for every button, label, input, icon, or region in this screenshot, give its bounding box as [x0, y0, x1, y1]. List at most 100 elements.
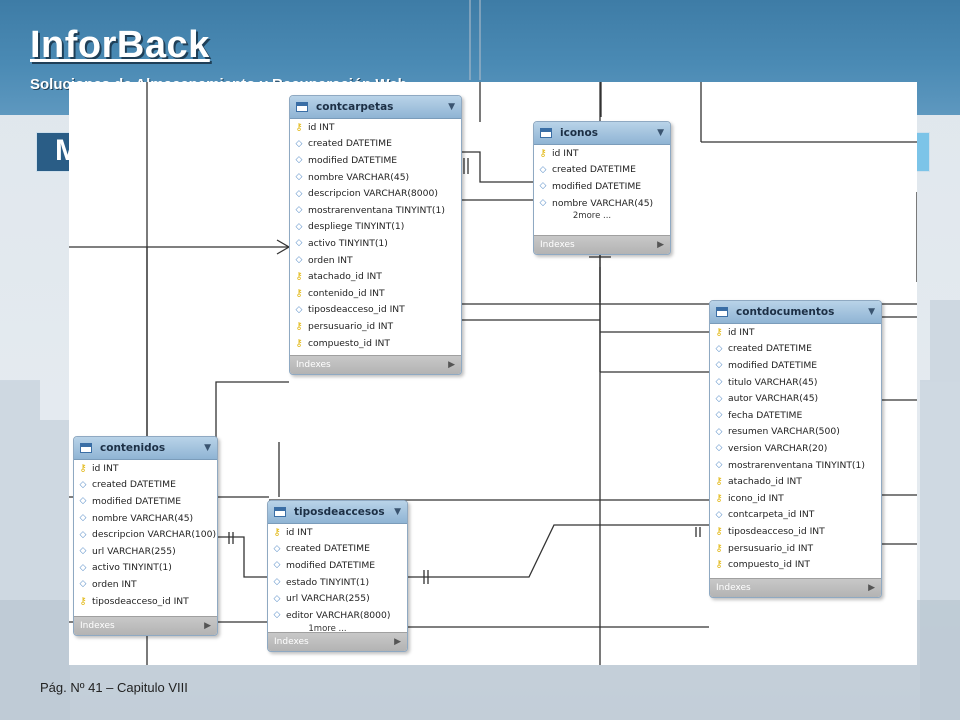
column-definition: activo TINYINT(1): [308, 237, 388, 249]
table-column-row[interactable]: ◇orden INT: [74, 576, 217, 593]
table-column-row[interactable]: ◇fecha DATETIME: [710, 407, 881, 424]
table-column-row[interactable]: ⚷id INT: [710, 324, 881, 341]
table-column-row[interactable]: ⚷compuesto_id INT: [290, 335, 461, 352]
table-column-row[interactable]: ◇tiposdeacceso_id INT: [290, 302, 461, 319]
table-column-row[interactable]: ◇activo TINYINT(1): [74, 560, 217, 577]
table-column-row[interactable]: ◇modified DATETIME: [710, 357, 881, 374]
table-column-row[interactable]: ◇despliege TINYINT(1): [290, 219, 461, 236]
table-column-row[interactable]: ⚷tiposdeacceso_id INT: [710, 523, 881, 540]
table-column-row[interactable]: ⚷id INT: [534, 145, 670, 162]
table-column-row[interactable]: ◇modified DATETIME: [534, 178, 670, 195]
chevron-down-icon[interactable]: ▼: [204, 443, 211, 453]
table-tiposdeaccesos[interactable]: tiposdeaccesos ▼ ⚷id INT◇created DATETIM…: [267, 500, 408, 652]
table-header[interactable]: iconos ▼: [534, 122, 670, 145]
chevron-down-icon[interactable]: ▼: [394, 507, 401, 517]
expand-arrow-icon[interactable]: ▶: [394, 637, 401, 647]
column-definition: modified DATETIME: [552, 180, 642, 192]
table-column-row[interactable]: ◇modified DATETIME: [74, 493, 217, 510]
table-column-row[interactable]: ◇titulo VARCHAR(45): [710, 374, 881, 391]
table-columns: ⚷id INT◇created DATETIME◇modified DATETI…: [268, 524, 407, 633]
expand-arrow-icon[interactable]: ▶: [868, 583, 875, 593]
table-indexes-footer[interactable]: Indexes ▶: [74, 616, 217, 635]
column-definition: atachado_id INT: [728, 476, 802, 488]
table-column-row[interactable]: ⚷persusuario_id INT: [290, 318, 461, 335]
table-header[interactable]: tiposdeaccesos ▼: [268, 501, 407, 524]
table-contdocumentos[interactable]: contdocumentos ▼ ⚷id INT◇created DATETIM…: [709, 300, 882, 598]
table-icon: [274, 507, 286, 517]
column-definition: modified DATETIME: [286, 559, 376, 571]
table-column-row[interactable]: ◇contcarpeta_id INT: [710, 507, 881, 524]
table-name: contcarpetas: [316, 101, 394, 113]
column-definition: nombre VARCHAR(45): [552, 197, 654, 209]
table-column-row[interactable]: ◇autor VARCHAR(45): [710, 390, 881, 407]
column-diamond-icon: ◇: [295, 188, 303, 199]
table-indexes-footer[interactable]: Indexes ▶: [710, 578, 881, 597]
table-column-row[interactable]: ⚷persusuario_id INT: [710, 540, 881, 557]
table-indexes-footer[interactable]: Indexes ▶: [290, 355, 461, 374]
relationship-marker: [463, 158, 469, 174]
table-column-row[interactable]: ⚷atachado_id INT: [290, 268, 461, 285]
table-column-row[interactable]: ⚷tiposdeacceso_id INT: [74, 593, 217, 610]
column-definition: modified DATETIME: [728, 359, 818, 371]
more-columns-label[interactable]: 2more ...: [572, 211, 612, 222]
column-definition: descripcion VARCHAR(100): [92, 529, 217, 541]
table-indexes-footer[interactable]: Indexes ▶: [534, 235, 670, 254]
table-column-row[interactable]: ◇created DATETIME: [290, 136, 461, 153]
table-column-row[interactable]: ⚷contenido_id INT: [290, 285, 461, 302]
table-column-row[interactable]: ◇created DATETIME: [710, 341, 881, 358]
table-column-row[interactable]: ◇descripcion VARCHAR(100): [74, 526, 217, 543]
table-column-row[interactable]: ◇nombre VARCHAR(45): [290, 169, 461, 186]
table-indexes-footer[interactable]: Indexes ▶: [268, 632, 407, 651]
table-column-row[interactable]: ◇editor VARCHAR(8000): [268, 607, 407, 624]
chevron-down-icon[interactable]: ▼: [657, 128, 664, 138]
table-icon: [716, 307, 728, 317]
column-definition: created DATETIME: [728, 343, 812, 355]
table-column-row[interactable]: ⚷icono_id INT: [710, 490, 881, 507]
table-column-row[interactable]: ⚷id INT: [268, 524, 407, 541]
column-diamond-icon: ◇: [715, 410, 723, 421]
column-definition: modified DATETIME: [308, 154, 398, 166]
table-header[interactable]: contcarpetas ▼: [290, 96, 461, 119]
table-column-row[interactable]: ◇nombre VARCHAR(45): [74, 510, 217, 527]
expand-arrow-icon[interactable]: ▶: [657, 240, 664, 250]
table-column-row[interactable]: ◇resumen VARCHAR(500): [710, 424, 881, 441]
table-column-row[interactable]: ◇estado TINYINT(1): [268, 574, 407, 591]
table-header[interactable]: contdocumentos ▼: [710, 301, 881, 324]
table-column-row[interactable]: ◇descripcion VARCHAR(8000): [290, 185, 461, 202]
indexes-label: Indexes: [716, 583, 751, 593]
table-column-row[interactable]: ◇modified DATETIME: [290, 152, 461, 169]
column-definition: orden INT: [308, 254, 353, 266]
table-column-row[interactable]: ◇mostrarenventana TINYINT(1): [710, 457, 881, 474]
table-column-row[interactable]: ◇created DATETIME: [268, 541, 407, 558]
table-column-row[interactable]: ◇ orden INT: [290, 252, 461, 269]
table-contenidos[interactable]: contenidos ▼ ⚷id INT◇created DATETIME◇mo…: [73, 436, 218, 636]
chevron-down-icon[interactable]: ▼: [448, 102, 455, 112]
table-column-row[interactable]: ⚷compuesto_id INT: [710, 556, 881, 573]
column-diamond-icon: ◇: [715, 426, 723, 437]
table-column-row[interactable]: ⚷id INT: [290, 119, 461, 136]
table-contcarpetas[interactable]: contcarpetas ▼ ⚷id INT◇created DATETIME◇…: [289, 95, 462, 375]
table-column-row[interactable]: ◇created DATETIME: [534, 162, 670, 179]
column-definition: persusuario_id INT: [308, 320, 394, 332]
page-footer: Pág. Nº 41 – Capitulo VIII: [40, 680, 188, 695]
expand-arrow-icon[interactable]: ▶: [448, 360, 455, 370]
table-iconos[interactable]: iconos ▼ ⚷id INT◇created DATETIME◇modifi…: [533, 121, 671, 255]
column-diamond-icon: ◇: [539, 164, 547, 175]
table-column-row[interactable]: ◇nombre VARCHAR(45): [534, 195, 670, 212]
table-column-row[interactable]: ⚷atachado_id INT: [710, 473, 881, 490]
table-column-row[interactable]: ◇url VARCHAR(255): [74, 543, 217, 560]
table-header[interactable]: contenidos ▼: [74, 437, 217, 460]
expand-arrow-icon[interactable]: ▶: [204, 621, 211, 631]
table-column-row[interactable]: ◇version VARCHAR(20): [710, 440, 881, 457]
more-columns-label[interactable]: 1more ...: [308, 623, 347, 633]
key-icon: ⚷: [295, 287, 303, 299]
chevron-down-icon[interactable]: ▼: [868, 307, 875, 317]
table-column-row[interactable]: ◇activo TINYINT(1): [290, 235, 461, 252]
table-column-row[interactable]: ⚷id INT: [74, 460, 217, 477]
table-column-row[interactable]: ◇url VARCHAR(255): [268, 590, 407, 607]
table-column-row[interactable]: ◇mostrarenventana TINYINT(1): [290, 202, 461, 219]
table-column-row[interactable]: ◇created DATETIME: [74, 477, 217, 494]
column-diamond-icon: ◇: [295, 255, 303, 266]
column-definition: orden INT: [92, 578, 137, 590]
table-column-row[interactable]: ◇modified DATETIME: [268, 557, 407, 574]
